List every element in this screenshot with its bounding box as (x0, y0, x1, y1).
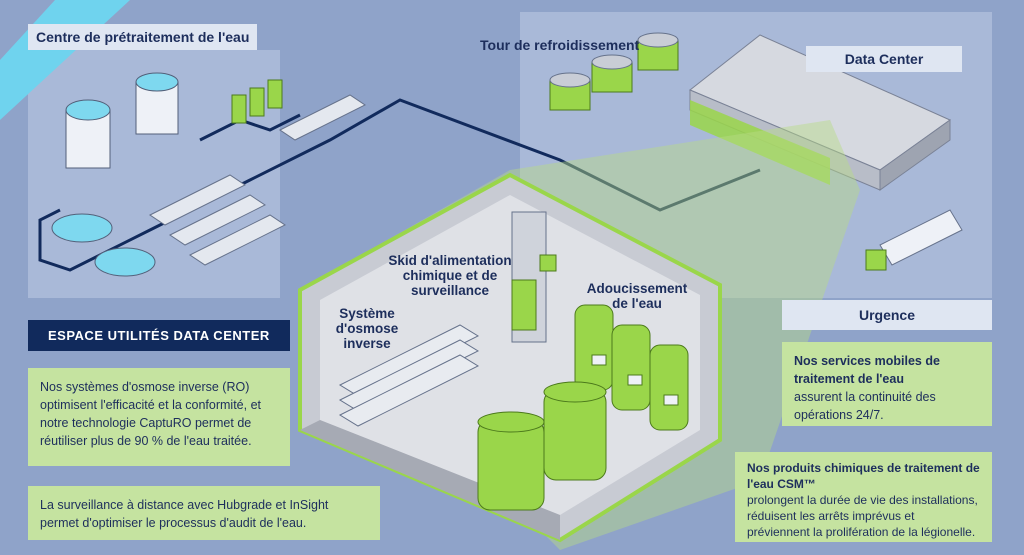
monitoring-card-text: La surveillance à distance avec Hubgrade… (40, 498, 329, 530)
chemical-skid-icon (511, 211, 557, 343)
espace-utilites-label: ESPACE UTILITÉS DATA CENTER (28, 320, 290, 351)
storage-green-tanks-icon (477, 381, 607, 511)
water-stripe (0, 0, 130, 120)
adoucissement-label: Adoucissement de l'eau (586, 281, 688, 311)
green-tanks-icon (231, 79, 283, 124)
clarifier-icon (51, 213, 156, 277)
data-center-label: Data Center (806, 46, 962, 72)
softener-tanks-icon (574, 304, 689, 431)
cooling-tower-icon (549, 32, 679, 111)
csm-title: Nos produits chimiques de traitement de … (747, 461, 980, 491)
cooling-tower-label: Tour de refroidissement (480, 37, 640, 53)
skid-label: Skid d'alimentation chimique et de surve… (388, 253, 512, 298)
mobile-services-title: Nos services mobiles de traitement de l'… (794, 354, 940, 386)
urgence-label: Urgence (782, 300, 992, 330)
csm-card: Nos produits chimiques de traitement de … (735, 452, 992, 542)
ro-card-text: Nos systèmes d'osmose inverse (RO) optim… (40, 380, 262, 448)
mobile-services-card: Nos services mobiles de traitement de l'… (782, 342, 992, 426)
ro-rack-icon (338, 324, 480, 427)
monitoring-card: La surveillance à distance avec Hubgrade… (28, 486, 380, 540)
mobile-services-text: assurent la continuité des opérations 24… (794, 390, 936, 422)
ro-card: Nos systèmes d'osmose inverse (RO) optim… (28, 368, 290, 466)
csm-text: prolongent la durée de vie des installat… (747, 493, 978, 539)
storage-tank-icon (65, 72, 179, 169)
mobile-truck-icon (865, 209, 963, 271)
pretreatment-label: Centre de prétraitement de l'eau (28, 24, 258, 50)
water-pipe-branch (199, 113, 301, 142)
osmose-label: Système d'osmose inverse (335, 306, 399, 351)
filter-rack-icon (149, 94, 366, 266)
data-center-building-icon (689, 34, 952, 191)
